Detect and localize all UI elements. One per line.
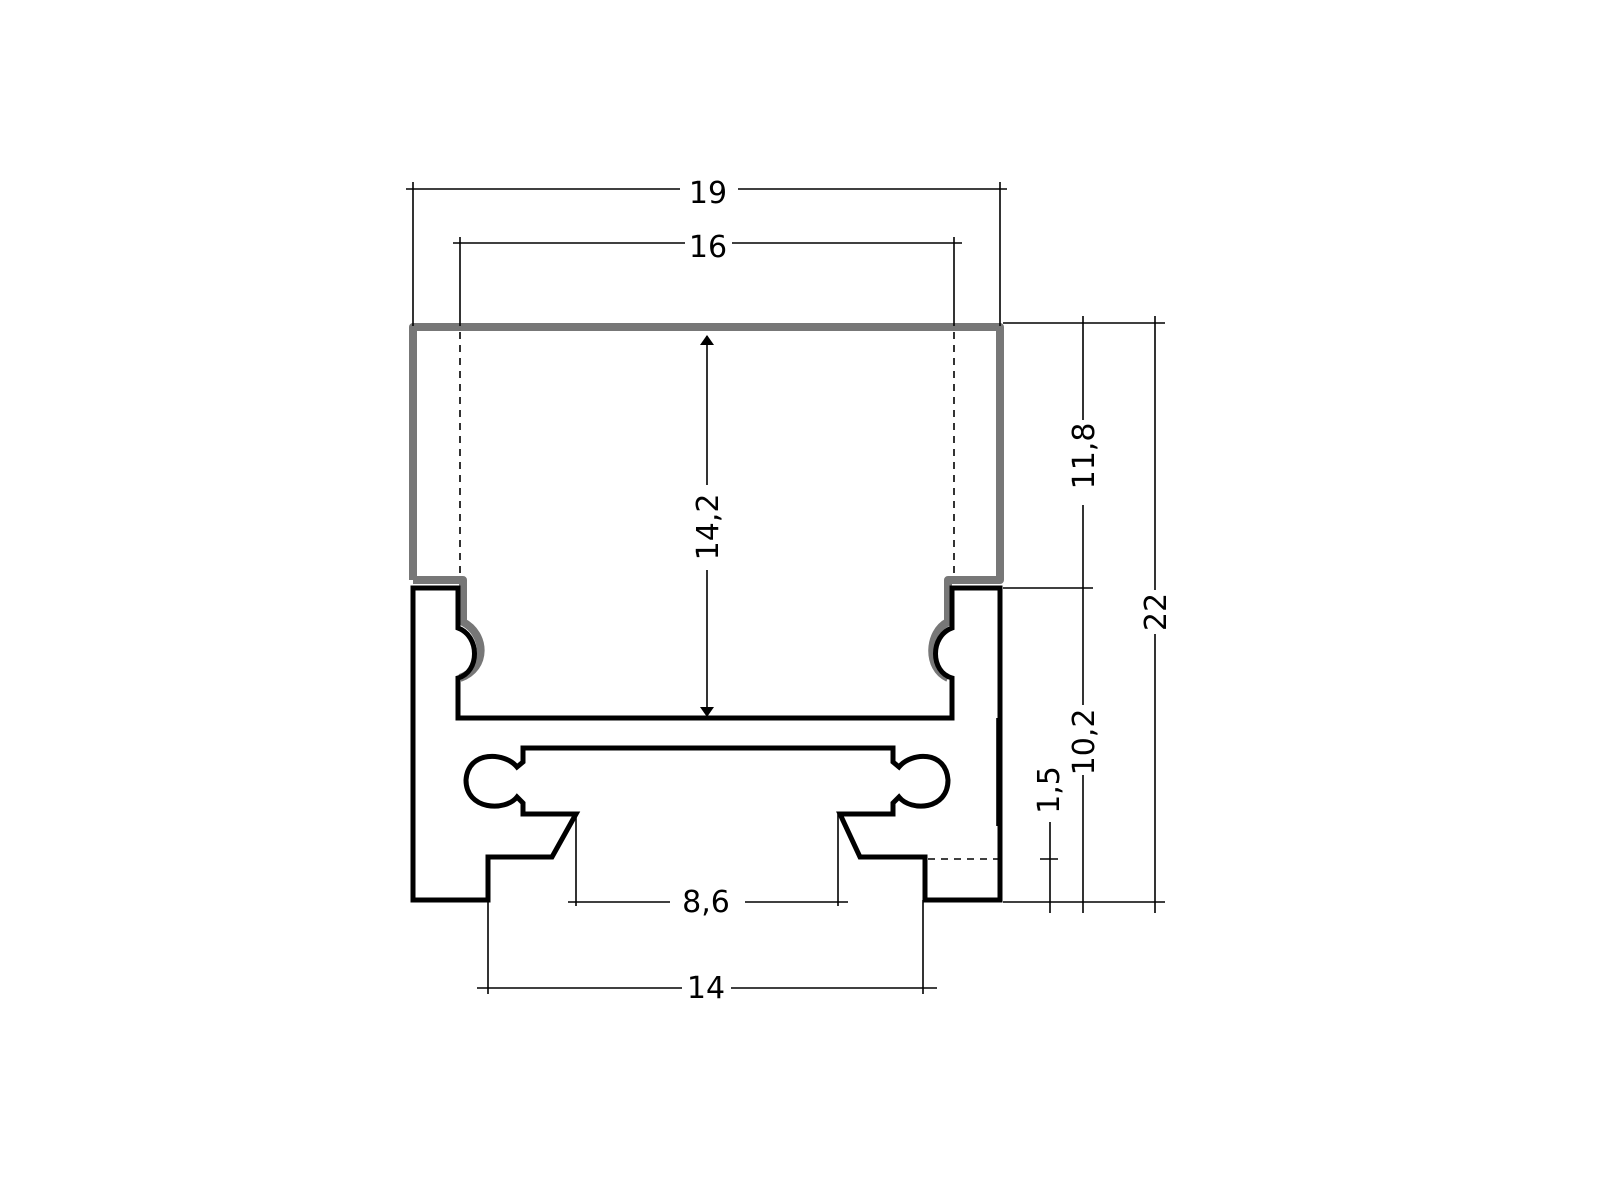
dimension-base-width: 14: [477, 900, 937, 1006]
dimension-heights: 11,8 22 10,2 1,5: [928, 316, 1174, 913]
label-14-2: 14,2: [691, 494, 726, 561]
label-1-5: 1,5: [1032, 766, 1067, 814]
label-8-6: 8,6: [682, 885, 730, 920]
dimension-slot-width: 8,6: [568, 814, 848, 920]
label-10-2: 10,2: [1067, 709, 1102, 776]
label-22: 22: [1139, 593, 1174, 631]
aluminium-profile: [410, 585, 1003, 903]
label-19: 19: [689, 176, 727, 211]
label-16: 16: [689, 230, 727, 265]
dimension-inner-height: 14,2: [691, 335, 726, 717]
dimension-inner-width: 16: [453, 230, 962, 576]
label-14: 14: [687, 971, 725, 1006]
dimension-overall-width: 19: [406, 176, 1007, 326]
label-11-8: 11,8: [1067, 423, 1102, 490]
